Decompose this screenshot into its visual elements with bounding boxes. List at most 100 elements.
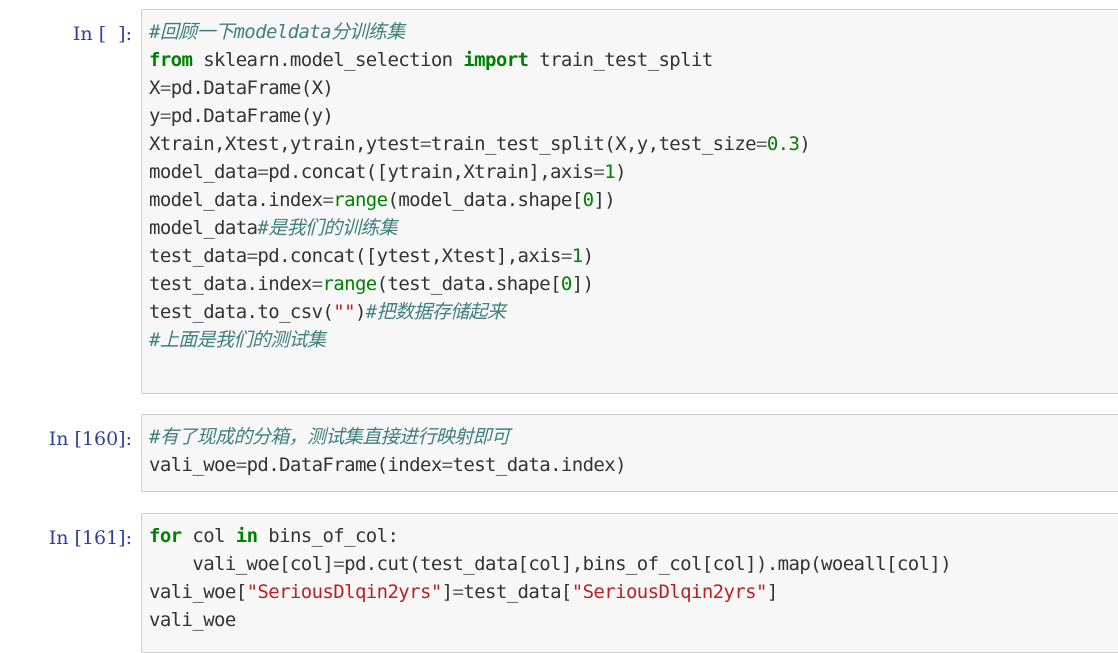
- code-line: vali_woe: [149, 606, 951, 634]
- code-token: =: [441, 454, 453, 476]
- code-token: test_data.to_csv(: [149, 301, 334, 323]
- code-token: =: [560, 245, 572, 267]
- code-token: =: [756, 133, 767, 155]
- code-token: vali_woe[: [149, 581, 247, 603]
- code-line: Xtrain,Xtest,ytrain,ytest=train_test_spl…: [149, 130, 811, 158]
- code-token: from: [149, 49, 193, 71]
- code-line: #回顾一下modeldata分训练集: [149, 18, 810, 46]
- code-token: ): [615, 161, 626, 183]
- code-token: vali_woe: [149, 454, 236, 476]
- cell-prompt-1: In [ ]:: [72, 23, 132, 45]
- code-token: pd.DataFrame(X): [170, 77, 334, 99]
- code-token: ]): [571, 273, 594, 295]
- code-line: test_data.index=range(test_data.shape[0]…: [149, 270, 810, 298]
- code-token: ]: [766, 581, 778, 603]
- code-token: ): [582, 245, 594, 267]
- code-token: #是我们的训练集: [257, 217, 398, 239]
- code-line: for col in bins_of_col:: [149, 522, 951, 550]
- code-token: model_data: [149, 217, 258, 239]
- code-token: ]): [593, 189, 616, 211]
- code-token: (model_data.shape[: [387, 189, 583, 211]
- code-token: "": [333, 301, 355, 323]
- code-line: vali_woe["SeriousDlqin2yrs"]=test_data["…: [149, 578, 951, 606]
- code-token: =: [159, 77, 171, 99]
- code-line: from sklearn.model_selection import trai…: [149, 46, 810, 74]
- code-token: #有了现成的分箱，测试集直接进行映射即可: [149, 426, 510, 448]
- code-token: vali_woe: [149, 609, 236, 631]
- code-token: ): [799, 133, 811, 155]
- code-token: vali_woe[col]: [149, 553, 334, 575]
- code-line: model_data=pd.concat([ytrain,Xtrain],axi…: [149, 158, 810, 186]
- code-token: ): [354, 301, 366, 323]
- code-token: "SeriousDlqin2yrs": [571, 581, 768, 603]
- code-editor-1[interactable]: #回顾一下modeldata分训练集 from sklearn.model_sel…: [149, 18, 811, 382]
- code-line: [149, 354, 810, 382]
- code-token: =: [322, 189, 334, 211]
- code-line: model_data#是我们的训练集: [149, 214, 810, 242]
- code-line: vali_woe=pd.DataFrame(index=test_data.in…: [149, 451, 627, 479]
- code-token: pd.concat([ytrain,Xtrain],axis: [268, 161, 594, 183]
- code-token: =: [333, 553, 345, 575]
- code-token: pd.DataFrame(y): [170, 105, 334, 127]
- code-token: in: [235, 525, 258, 547]
- cell-input-3[interactable]: for col in bins_of_col: vali_woe[col]=pd…: [141, 513, 1118, 653]
- code-editor-3[interactable]: for col in bins_of_col: vali_woe[col]=pd…: [149, 522, 952, 634]
- code-token: =: [452, 581, 464, 603]
- code-token: X: [149, 77, 160, 99]
- code-token: 1: [604, 161, 616, 183]
- code-token: =: [311, 273, 323, 295]
- code-token: (test_data.shape[: [376, 273, 562, 295]
- code-token: 0.3: [766, 133, 800, 155]
- code-token: for: [149, 525, 182, 547]
- code-line: #上面是我们的测试集: [149, 326, 810, 354]
- code-token: pd.cut(test_data[col],bins_of_col[col]).…: [344, 553, 952, 575]
- code-token: =: [235, 454, 247, 476]
- code-token: range: [333, 189, 388, 211]
- code-token: #回顾一下modeldata分训练集: [149, 21, 405, 43]
- code-token: =: [246, 245, 258, 267]
- cell-input-1[interactable]: #回顾一下modeldata分训练集 from sklearn.model_sel…: [141, 9, 1118, 394]
- code-token: #把数据存储起来: [365, 301, 506, 323]
- code-token: #上面是我们的测试集: [149, 329, 326, 351]
- code-token: pd.DataFrame(index: [246, 454, 443, 476]
- code-token: test_data[: [463, 581, 572, 603]
- code-token: 1: [571, 245, 583, 267]
- code-token: =: [257, 161, 269, 183]
- code-token: test_data: [149, 245, 247, 267]
- code-line: y=pd.DataFrame(y): [149, 102, 810, 130]
- code-token: =: [419, 133, 431, 155]
- code-line: X=pd.DataFrame(X): [149, 74, 810, 102]
- code-token: train_test_split(X,y,test_size: [430, 133, 757, 155]
- code-token: pd.concat([ytest,Xtest],axis: [257, 245, 561, 267]
- code-token: "SeriousDlqin2yrs": [246, 581, 443, 603]
- code-cell-1[interactable]: In [ ]: #回顾一下modeldata分训练集 from sklearn.m…: [0, 9, 1118, 394]
- code-token: test_data.index): [452, 454, 627, 476]
- code-line: model_data.index=range(model_data.shape[…: [149, 186, 810, 214]
- code-token: model_data: [149, 161, 258, 183]
- code-token: bins_of_col:: [257, 525, 399, 547]
- code-token: =: [593, 161, 605, 183]
- code-line: vali_woe[col]=pd.cut(test_data[col],bins…: [149, 550, 951, 578]
- cell-prompt-2: In [160]:: [48, 428, 132, 450]
- code-token: train_test_split: [528, 49, 713, 71]
- code-line: test_data=pd.concat([ytest,Xtest],axis=1…: [149, 242, 810, 270]
- code-token: col: [181, 525, 236, 547]
- code-token: y: [149, 105, 160, 127]
- code-cell-3[interactable]: In [161]: for col in bins_of_col: vali_w…: [0, 513, 1118, 653]
- code-token: sklearn.model_selection: [192, 49, 464, 71]
- code-token: ]: [441, 581, 453, 603]
- code-token: range: [322, 273, 377, 295]
- code-token: Xtrain,Xtest,ytrain,ytest: [149, 133, 421, 155]
- code-token: =: [159, 105, 171, 127]
- code-token: import: [463, 49, 529, 71]
- code-token: 0: [582, 189, 594, 211]
- code-token: 0: [560, 273, 572, 295]
- code-token: test_data.index: [149, 273, 312, 295]
- code-token: model_data.index: [149, 189, 323, 211]
- cell-prompt-3: In [161]:: [48, 527, 132, 549]
- code-line: #有了现成的分箱，测试集直接进行映射即可: [149, 423, 626, 451]
- code-line: test_data.to_csv("")#把数据存储起来: [149, 298, 810, 326]
